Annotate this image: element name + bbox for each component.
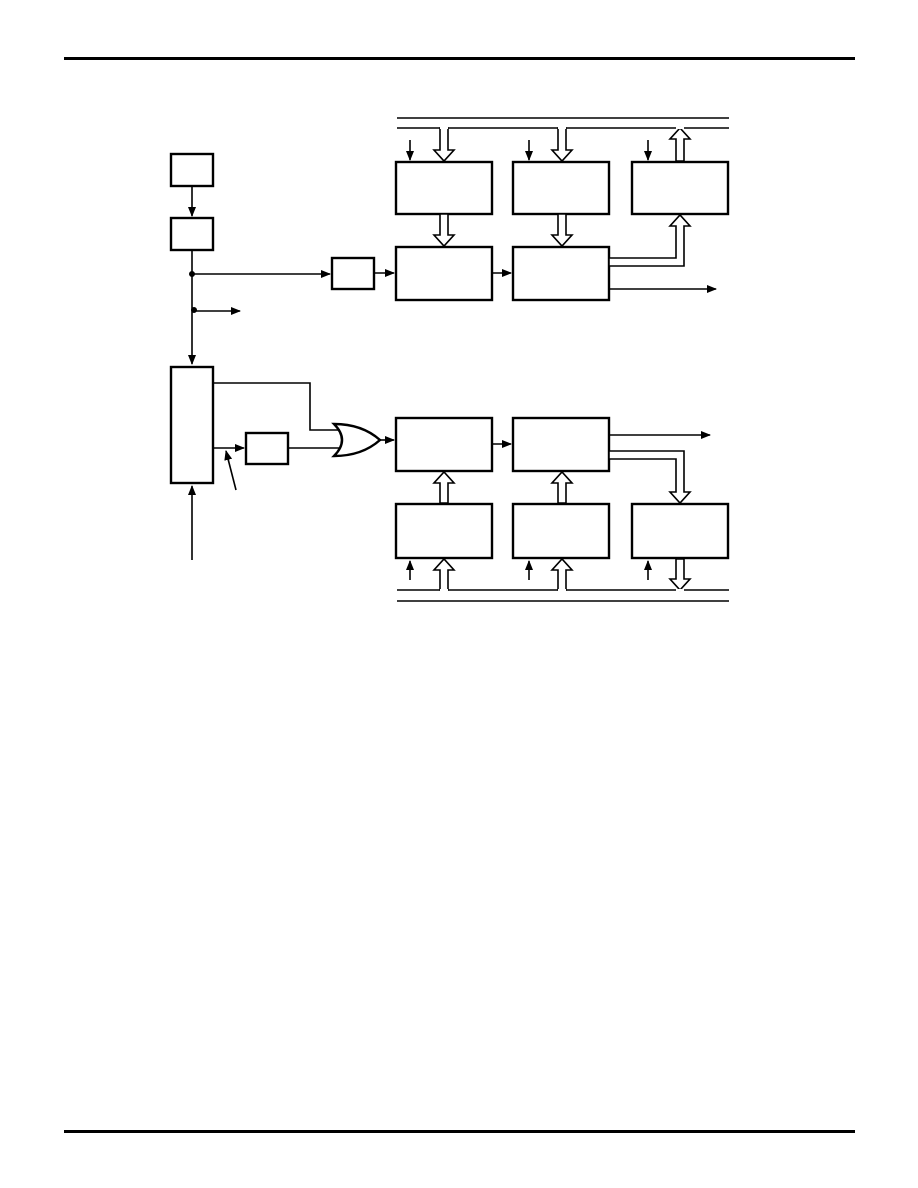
- or-gate: [331, 422, 382, 458]
- reg-upper-c: [630, 160, 730, 216]
- reg-lower-b: [511, 502, 611, 560]
- small-box-upper: [330, 256, 376, 291]
- bus-arrow-down-upper-a: [432, 127, 456, 163]
- bus-arrow-down-lower-c: [668, 558, 692, 592]
- bus-arrow-up-lower-a: [432, 557, 456, 591]
- lower-bus: [397, 589, 729, 602]
- reg-upper-a: [394, 160, 494, 216]
- tall-control-box: [169, 365, 215, 485]
- proc-lower-b: [511, 416, 611, 473]
- small-box-lower: [244, 431, 290, 466]
- bus-arrow-down-upper-b: [550, 127, 574, 163]
- bus-arrow-up-lower-b: [550, 557, 574, 591]
- reg-lower-c: [630, 502, 730, 560]
- header-rule: [64, 57, 855, 60]
- bus-arrow-reg-to-proc-lower-a: [432, 470, 456, 504]
- diagonal-pointer: [224, 450, 237, 491]
- proc-upper-b: [511, 245, 611, 302]
- bus-arrow-proc-to-reg-lower-c: [608, 450, 692, 505]
- bus-arrow-reg-to-proc-upper-b: [550, 213, 574, 248]
- src-box-2: [169, 216, 215, 252]
- reg-upper-b: [511, 160, 611, 216]
- proc-lower-a: [394, 416, 494, 473]
- bus-arrow-reg-to-proc-upper-a: [432, 213, 456, 248]
- proc-upper-a: [394, 245, 494, 302]
- upper-bus: [397, 117, 729, 129]
- bus-arrow-reg-to-proc-lower-b: [550, 470, 574, 504]
- src-box-top: [169, 152, 215, 188]
- bus-arrow-proc-to-reg-upper-c: [608, 213, 692, 267]
- control-to-or-upper: [213, 382, 340, 431]
- footer-rule: [64, 1130, 855, 1133]
- bus-arrow-up-upper-c: [668, 126, 692, 162]
- reg-lower-a: [394, 502, 494, 560]
